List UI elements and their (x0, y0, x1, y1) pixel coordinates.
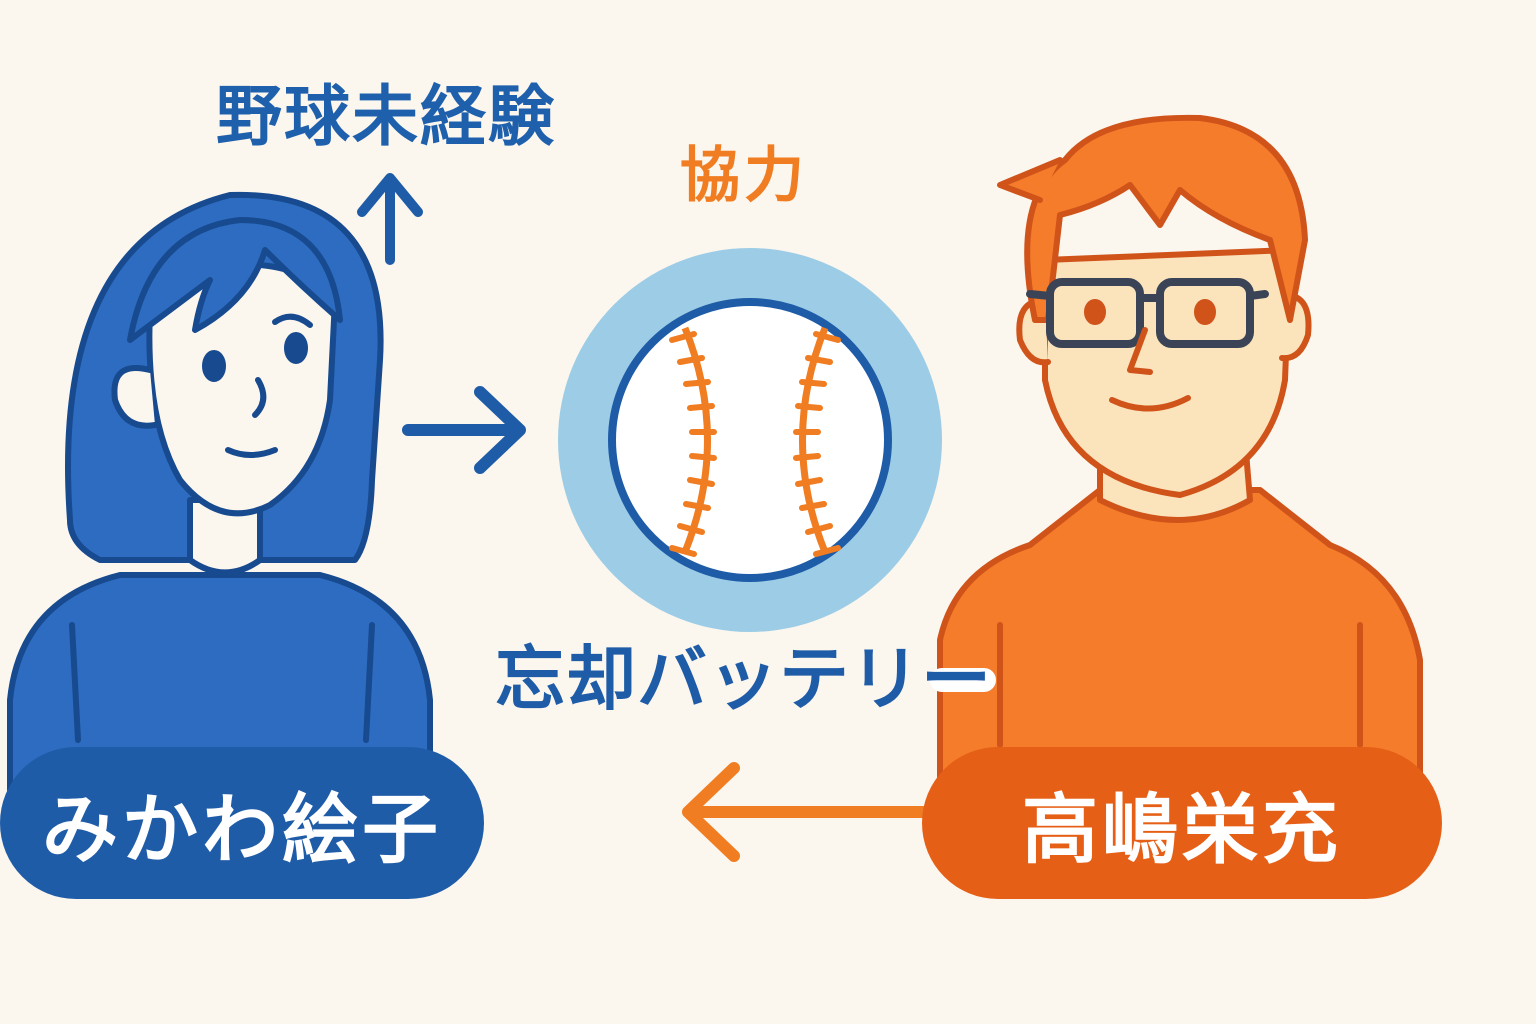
inexperienced-label: 野球未経験 (216, 78, 556, 155)
name-mikawa: みかわ絵子 (42, 785, 442, 874)
nameplate-mikawa: みかわ絵子 (0, 747, 484, 899)
woman-icon (7, 191, 433, 793)
man-icon (937, 114, 1423, 793)
name-takashima: 高嶋栄充 (1022, 785, 1342, 874)
nameplate-takashima: 高嶋栄充 (922, 747, 1442, 899)
cooperation-label: 協力 (680, 141, 808, 211)
arrow-left-icon (682, 762, 931, 862)
baseball-icon (558, 248, 942, 632)
title-highlight (930, 668, 996, 692)
title-label: 忘却バッテリー (495, 638, 992, 720)
arrow-up-icon (357, 173, 423, 265)
arrow-right-icon (402, 386, 526, 474)
